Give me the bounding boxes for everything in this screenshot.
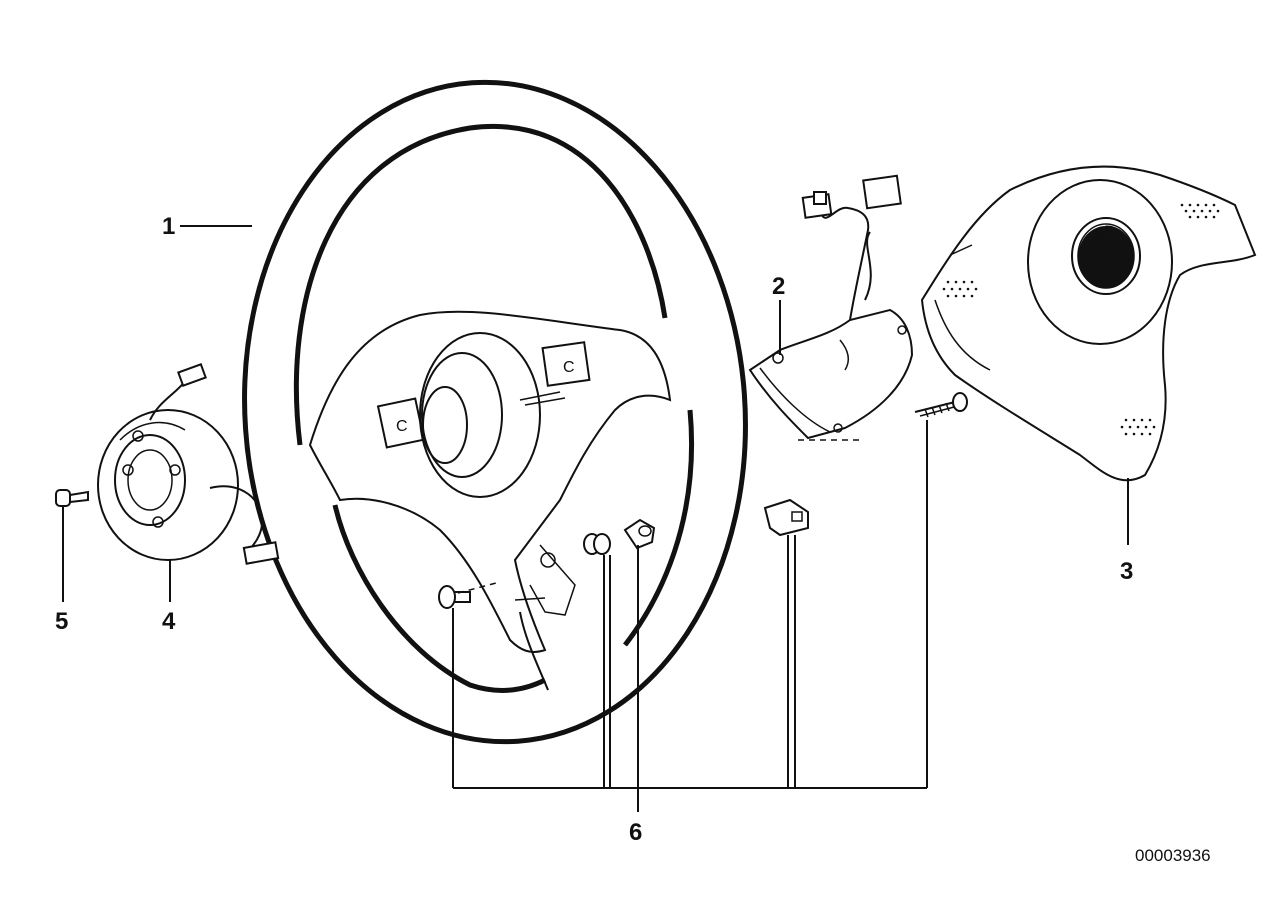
long-screw xyxy=(914,392,968,418)
clip xyxy=(763,498,809,537)
bolt-left xyxy=(438,585,471,609)
airbag-module: BMW xyxy=(920,165,1257,482)
callout-3: 3 xyxy=(1120,558,1133,585)
dot-pattern-top-right xyxy=(1180,203,1220,219)
nut xyxy=(623,518,656,550)
screw-small xyxy=(55,489,89,507)
callout-1: 1 xyxy=(162,213,175,240)
svg-text:C: C xyxy=(396,418,408,435)
callout-5: 5 xyxy=(55,608,68,635)
steering-wheel: C C xyxy=(242,79,748,745)
document-number: 00003936 xyxy=(1135,846,1211,865)
spring-washer xyxy=(583,533,611,555)
svg-text:C: C xyxy=(563,359,575,376)
dot-pattern-left xyxy=(942,280,978,298)
leader-lines xyxy=(62,225,1129,812)
dot-pattern-bottom xyxy=(1120,418,1156,436)
callout-4: 4 xyxy=(162,608,176,635)
callout-2: 2 xyxy=(772,273,785,300)
callout-6: 6 xyxy=(629,819,642,846)
horn-contact-plate xyxy=(97,363,280,565)
contact-unit xyxy=(748,174,914,440)
emblem-lettering: BMW xyxy=(1095,232,1118,242)
